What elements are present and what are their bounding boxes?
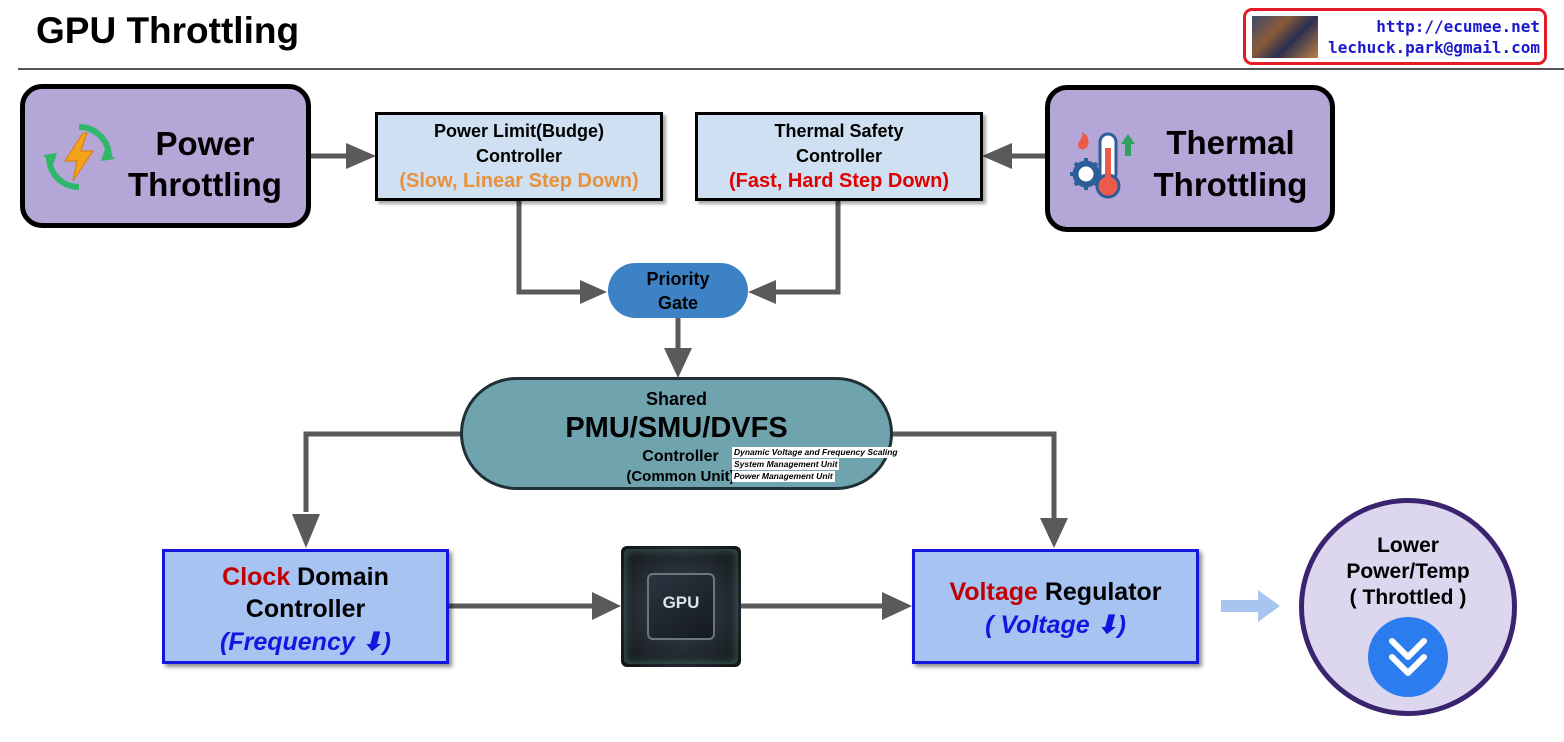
result-line1: Lower [1377, 534, 1439, 557]
gpu-die [647, 573, 715, 640]
dvfs-note: Dynamic Voltage and Frequency Scaling [732, 447, 900, 458]
thermal-throttling-box: Thermal Throttling [1045, 85, 1335, 232]
power-throttling-line2: Throttling [128, 166, 282, 203]
pmu-name: PMU/SMU/DVFS [565, 412, 788, 444]
author-thumbnail [1252, 16, 1318, 58]
clock-title-rest: Domain [290, 563, 389, 591]
power-cycle-icon [43, 124, 115, 190]
clock-domain-controller: Clock Domain Controller (Frequency ⬇) [162, 549, 449, 664]
credit-url[interactable]: http://ecumee.net [1376, 17, 1540, 36]
power-throttling-line1: Power [155, 125, 255, 162]
pmu-note: Power Management Unit [732, 471, 835, 482]
power-throttling-box: Power Throttling [20, 84, 311, 228]
thermal-safety-line1: Thermal Safety [774, 121, 904, 141]
voltage-title-rest: Regulator [1037, 578, 1162, 606]
result-arrow [1221, 590, 1280, 622]
result-line3: ( Throttled ) [1349, 586, 1467, 609]
smu-note: System Management Unit [732, 459, 840, 470]
page-title: GPU Throttling [36, 10, 300, 51]
credit-badge: http://ecumee.net lechuck.park@gmail.com [1243, 8, 1547, 65]
clock-line2: Controller [245, 595, 366, 623]
gpu-chip-image: GPU [621, 546, 741, 667]
thermal-throttling-line2: Throttling [1153, 166, 1308, 203]
title-divider [18, 68, 1564, 70]
voltage-highlight: Voltage [949, 578, 1038, 606]
thermal-throttling-line1: Thermal [1166, 124, 1295, 161]
thermal-safety-controller: Thermal Safety Controller (Fast, Hard St… [695, 112, 983, 201]
power-limit-line2: Controller [475, 146, 562, 166]
clock-title-row: Clock Domain [165, 561, 446, 593]
pmu-shared-label: Shared [645, 389, 708, 409]
credit-email[interactable]: lechuck.park@gmail.com [1328, 38, 1540, 57]
thermometer-gear-icon [1070, 132, 1135, 199]
priority-gate-line1: Priority [646, 269, 710, 289]
clock-highlight: Clock [222, 563, 291, 591]
double-chevron-shape [1389, 638, 1427, 676]
lower-power-temp-result: Lower Power/Temp ( Throttled ) [1299, 498, 1517, 716]
frequency-down-label: (Frequency ⬇) [220, 628, 391, 656]
priority-gate-line2: Gate [657, 293, 699, 313]
thermal-safety-line2: Controller [795, 146, 882, 166]
power-limit-controller: Power Limit(Budge) Controller (Slow, Lin… [375, 112, 663, 201]
power-limit-line1: Power Limit(Budge) [434, 121, 604, 141]
result-line2: Power/Temp [1346, 560, 1470, 583]
power-limit-note: (Slow, Linear Step Down) [399, 170, 639, 192]
gpu-label: GPU [662, 593, 700, 612]
pmu-smu-dvfs-controller: Shared PMU/SMU/DVFS Controller (Common U… [460, 377, 893, 490]
pmu-common-label: (Common Unit) [626, 468, 735, 485]
voltage-title-row: Voltage Regulator [915, 576, 1196, 608]
pmu-controller-label: Controller [642, 448, 719, 465]
priority-gate: Priority Gate [608, 263, 748, 318]
voltage-down-label: ( Voltage ⬇) [985, 611, 1126, 639]
thermal-safety-note: (Fast, Hard Step Down) [728, 170, 949, 192]
double-chevron-down-icon [1368, 617, 1448, 697]
voltage-regulator: Voltage Regulator ( Voltage ⬇) [912, 549, 1199, 664]
